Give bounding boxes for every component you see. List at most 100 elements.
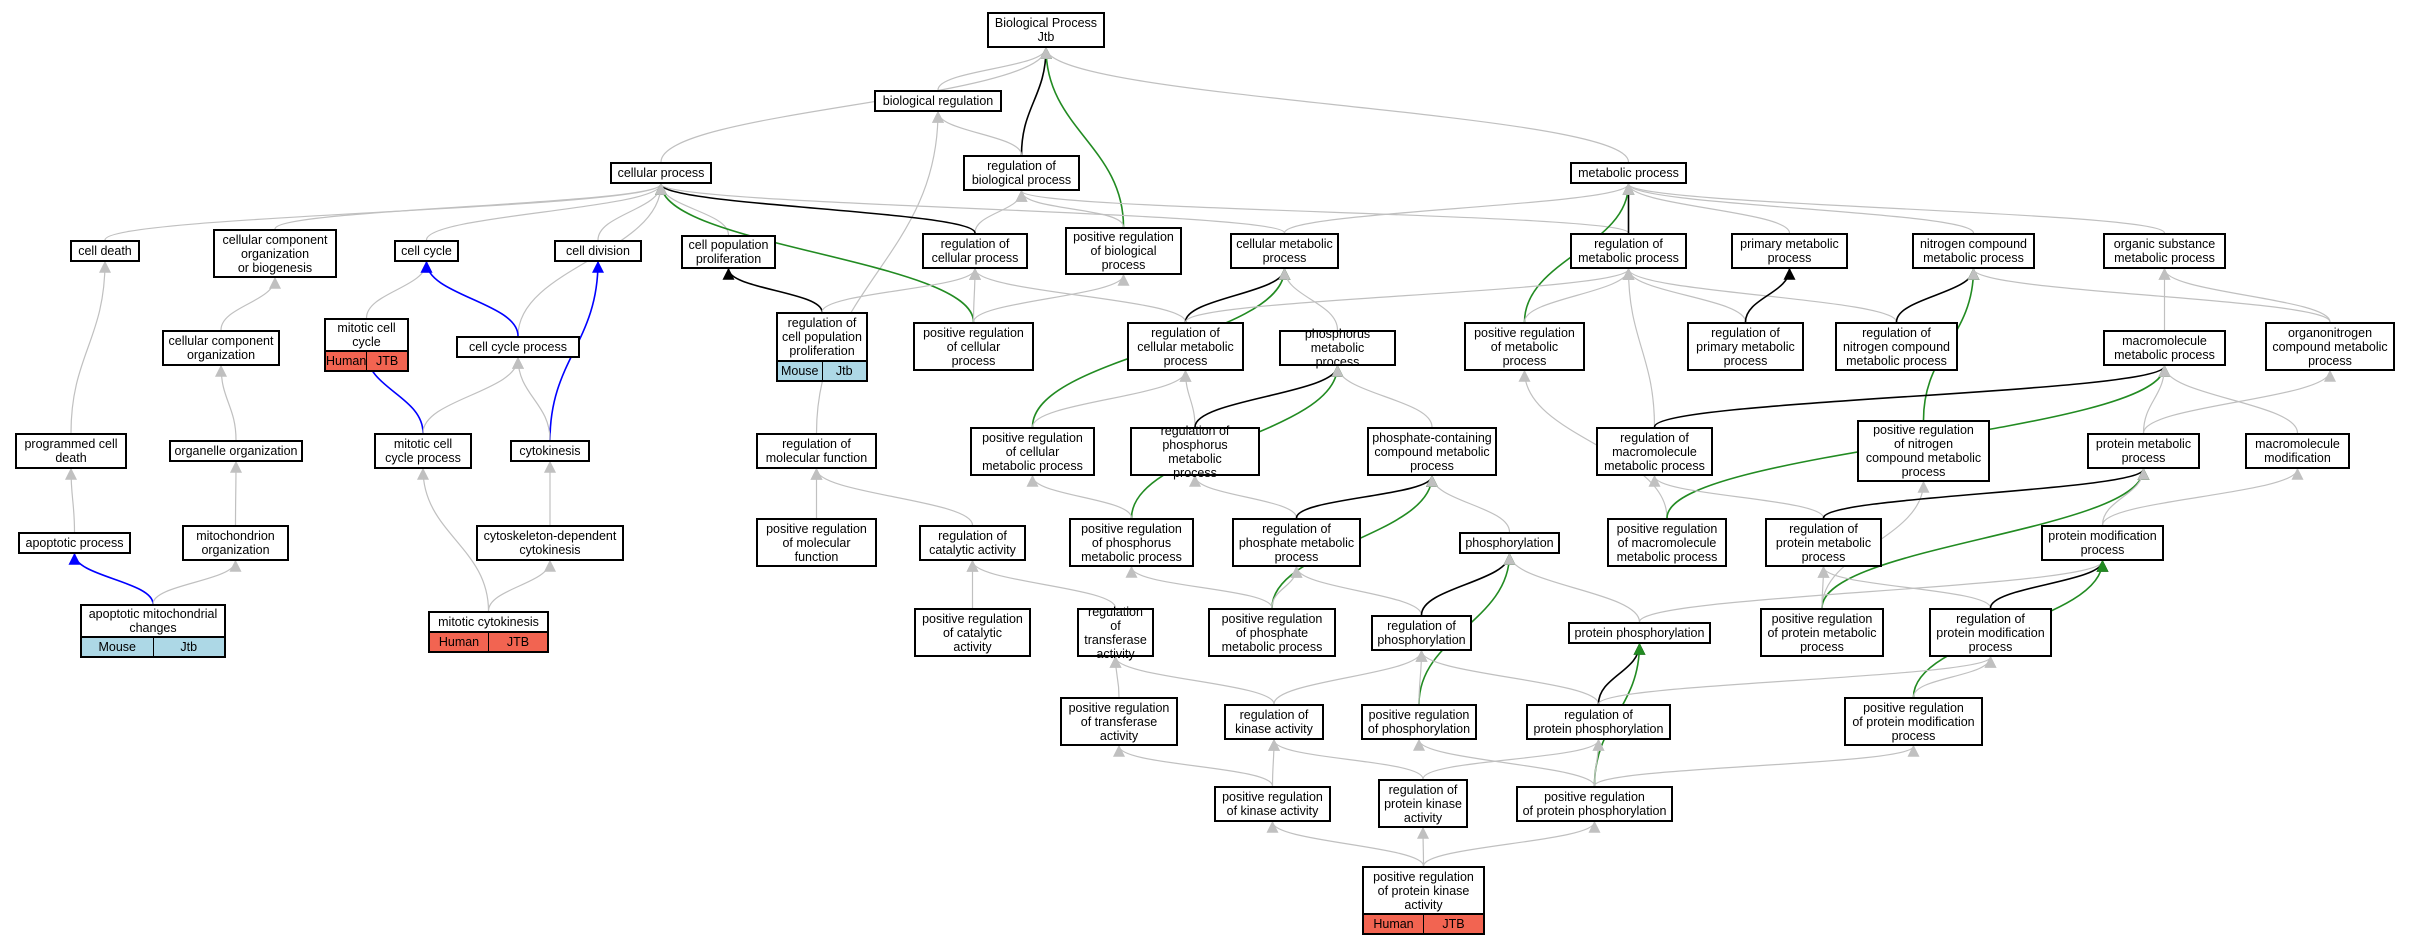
- node-oo[interactable]: organelle organization: [169, 440, 303, 462]
- node-ccycle[interactable]: cell cycle: [394, 240, 459, 262]
- node-regta[interactable]: regulation of transferase activity: [1077, 605, 1154, 661]
- node-ncmp[interactable]: nitrogen compound metabolic process: [1912, 233, 2035, 269]
- node-macmod[interactable]: macromolecule modification: [2245, 433, 2350, 469]
- node-regpka[interactable]: regulation of protein kinase activity: [1378, 779, 1468, 828]
- node-regcp[interactable]: regulation of cellular process: [922, 233, 1028, 269]
- edge-posregmacmp-to-posregmp: [1518, 369, 1668, 519]
- edge-regcmp-to-cmp: [1184, 267, 1291, 323]
- node-cpp[interactable]: cell population proliferation: [681, 235, 776, 269]
- node-regpmp[interactable]: regulation of primary metabolic process: [1687, 322, 1804, 371]
- node-mito[interactable]: mitochondrion organization: [182, 525, 289, 561]
- node-posregmacmp[interactable]: positive regulation of macromolecule met…: [1607, 518, 1727, 567]
- edge-regphos-to-phos: [1420, 552, 1516, 616]
- organism-label: Mouse: [98, 640, 137, 654]
- node-posregka[interactable]: positive regulation of kinase activity: [1214, 786, 1331, 822]
- node-ccob[interactable]: cellular component organization or bioge…: [213, 229, 337, 278]
- node-posregmf[interactable]: positive regulation of molecular functio…: [756, 518, 877, 567]
- edge-regca-to-regmf: [810, 467, 974, 526]
- node-mccp[interactable]: mitotic cell cycle process: [374, 433, 472, 469]
- node-cytok[interactable]: cytokinesis: [510, 440, 590, 462]
- node-regka[interactable]: regulation of kinase activity: [1224, 704, 1324, 740]
- node-pcd[interactable]: programmed cell death: [15, 433, 127, 469]
- node-cdc[interactable]: cytoskeleton-dependent cytokinesis: [476, 525, 624, 561]
- node-regprotmp[interactable]: regulation of protein metabolic process: [1765, 518, 1882, 567]
- edge-regka-to-regta: [1109, 655, 1275, 705]
- node-posregprotphos[interactable]: positive regulation of protein phosphory…: [1516, 786, 1673, 822]
- node-posregcmp[interactable]: positive regulation of cellular metaboli…: [970, 427, 1095, 476]
- node-mp[interactable]: metabolic process: [1570, 162, 1687, 184]
- gene-label: JTB: [488, 633, 547, 651]
- node-regphos[interactable]: regulation of phosphorylation: [1371, 615, 1472, 651]
- edge-posregcp-to-regcp: [968, 267, 981, 323]
- node-pmp[interactable]: primary metabolic process: [1731, 233, 1848, 269]
- edge-pcd-to-cdeath: [70, 260, 111, 434]
- node-pccmp[interactable]: phosphate-containing compound metabolic …: [1367, 427, 1497, 476]
- edge-regphtmp-to-regphmp: [1189, 474, 1298, 519]
- node-cmp[interactable]: cellular metabolic process: [1230, 233, 1339, 269]
- node-regprotmod[interactable]: regulation of protein modification proce…: [1929, 608, 2052, 657]
- node-protphos[interactable]: protein phosphorylation: [1568, 622, 1711, 644]
- node-posregphos[interactable]: positive regulation of phosphorylation: [1361, 704, 1477, 740]
- node-mcc[interactable]: mitotic cell cycle: [324, 318, 409, 352]
- node-ccp[interactable]: cell cycle process: [456, 336, 580, 358]
- node-cdeath[interactable]: cell death: [70, 240, 140, 262]
- node-posregphtmp[interactable]: positive regulation of phosphate metabol…: [1208, 608, 1336, 657]
- edge-oncmp-to-ncmp: [1967, 267, 2331, 323]
- edge-phmp-to-cmp: [1278, 267, 1339, 331]
- edge-regcp-to-regbp: [974, 189, 1028, 234]
- edge-cp-to-bp: [660, 46, 1052, 163]
- edge-mcc-to-ccycle: [365, 260, 433, 319]
- edge-regmacmp-to-regmp: [1622, 267, 1656, 428]
- node-posregca[interactable]: positive regulation of catalytic activit…: [914, 608, 1031, 657]
- edge-posregprotphos-to-posregphos: [1413, 738, 1596, 787]
- node-regmacmp[interactable]: regulation of macromolecule metabolic pr…: [1596, 427, 1713, 476]
- node-apop[interactable]: apoptotic process: [18, 532, 131, 554]
- edge-cmp-to-mp: [1283, 182, 1635, 234]
- node-regncmp[interactable]: regulation of nitrogen compound metaboli…: [1835, 322, 1958, 371]
- edge-regncmp-to-regmp: [1622, 267, 1898, 323]
- organism-label: Human: [326, 354, 367, 368]
- node-osmp[interactable]: organic substance metabolic process: [2103, 233, 2226, 269]
- node-cp[interactable]: cellular process: [610, 162, 712, 184]
- edge-regprotmod-to-protmod: [1989, 559, 2109, 609]
- node-phmp[interactable]: phosphorus metabolic process: [1279, 327, 1396, 369]
- node-posregpka[interactable]: positive regulation of protein kinase ac…: [1362, 866, 1485, 915]
- node-posregphmp[interactable]: positive regulation of phosphorus metabo…: [1069, 518, 1194, 567]
- node-breg[interactable]: biological regulation: [874, 90, 1002, 112]
- node-regphmp[interactable]: regulation of phosphorus metabolic proce…: [1130, 424, 1260, 480]
- node-bp[interactable]: Biological Process Jtb: [987, 12, 1105, 48]
- node-regca[interactable]: regulation of catalytic activity: [919, 525, 1026, 561]
- node-mcytok[interactable]: mitotic cytokinesis: [428, 611, 549, 633]
- node-regmp[interactable]: regulation of metabolic process: [1570, 233, 1687, 269]
- edge-protmp-to-oncmp: [2142, 369, 2336, 434]
- node-regbp[interactable]: regulation of biological process: [963, 155, 1080, 191]
- node-posregprotmod[interactable]: positive regulation of protein modificat…: [1844, 697, 1983, 746]
- node-amc[interactable]: apoptotic mitochondrial changes: [80, 604, 226, 638]
- node-posregbp[interactable]: positive regulation of biological proces…: [1065, 227, 1182, 275]
- node-phos[interactable]: phosphorylation: [1459, 532, 1560, 554]
- node-regphtmp[interactable]: regulation of phosphate metabolic proces…: [1232, 518, 1361, 567]
- node-posregprotmp[interactable]: positive regulation of protein metabolic…: [1760, 608, 1884, 657]
- node-macmp[interactable]: macromolecule metabolic process: [2103, 330, 2226, 366]
- node-cdiv[interactable]: cell division: [554, 240, 642, 262]
- edge-regcmp-to-regmp: [1184, 267, 1635, 323]
- node-protmod[interactable]: protein modification process: [2041, 525, 2164, 561]
- edge-posregmp-to-regmp: [1523, 267, 1635, 323]
- node-regcpp[interactable]: regulation of cell population proliferat…: [776, 312, 868, 362]
- edge-posregcmp-to-regcmp: [1031, 369, 1192, 428]
- node-oncmp[interactable]: organonitrogen compound metabolic proces…: [2265, 322, 2395, 371]
- node-posregta[interactable]: positive regulation of transferase activ…: [1060, 697, 1178, 746]
- node-posregncmp[interactable]: positive regulation of nitrogen compound…: [1857, 420, 1990, 482]
- edge-regmf-to-breg: [815, 110, 944, 434]
- edge-protphos-to-protmod: [1638, 559, 2109, 623]
- node-regprotphos[interactable]: regulation of protein phosphorylation: [1526, 704, 1671, 740]
- edge-regprotphos-to-regprotmod: [1597, 655, 1997, 705]
- node-posregcp[interactable]: positive regulation of cellular process: [913, 322, 1034, 371]
- node-cco[interactable]: cellular component organization: [162, 330, 280, 366]
- node-posregmp[interactable]: positive regulation of metabolic process: [1464, 322, 1585, 371]
- node-regmf[interactable]: regulation of molecular function: [756, 433, 877, 469]
- node-protmp[interactable]: protein metabolic process: [2087, 433, 2200, 469]
- edge-ccycle-to-cp: [425, 182, 667, 241]
- node-regcmp[interactable]: regulation of cellular metabolic process: [1127, 322, 1244, 371]
